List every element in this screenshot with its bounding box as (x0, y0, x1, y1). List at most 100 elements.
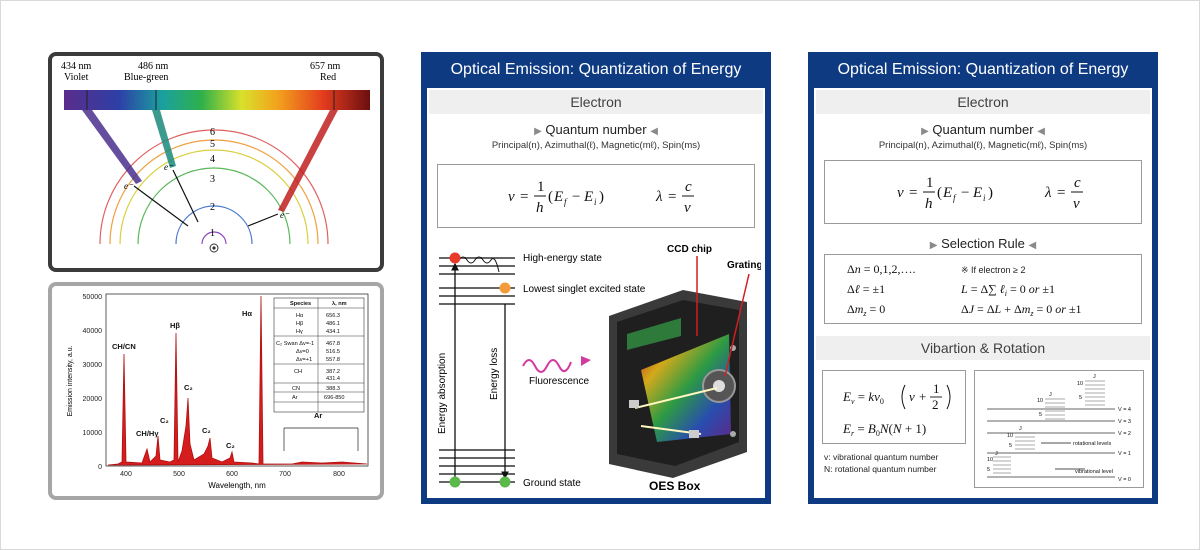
slide-title: Optical Emission: Quantization of Energy (450, 61, 742, 78)
ytick-20000: 20000 (83, 396, 103, 403)
table-row-species: CN (292, 386, 300, 392)
table-row-value: 434.1 (326, 329, 340, 335)
energy-level-diagram-svg: V = 4 V = 3 V = 2 V = 1 V = 0 rotational… (987, 374, 1131, 483)
svg-text:Δmz = 0: Δmz = 0 (847, 302, 885, 318)
electron-2: e⁻ (164, 162, 174, 172)
j-num-10: 10 (987, 457, 993, 463)
jablonski-oes-diagram: Energy absorption Energy loss High-energ… (437, 244, 761, 493)
table-header-lambda: λ, nm (332, 301, 347, 307)
svg-text:L = Δ∑ ℓi = 0 or ±1: L = Δ∑ ℓi = 0 or ±1 (960, 282, 1055, 298)
level-1: 1 (210, 228, 215, 239)
grating-label: Grating (727, 260, 761, 271)
svg-text:ΔJ = ΔL + Δmz = 0 or ±1: ΔJ = ΔL + Δmz = 0 or ±1 (961, 302, 1082, 318)
table-header-species: Species (290, 301, 311, 307)
svg-text:): ) (599, 189, 604, 205)
ccd-chip-label: CCD chip (667, 244, 712, 255)
v-label-2: V = 2 (1118, 431, 1131, 437)
level-2: 2 (210, 202, 215, 213)
table-row-species: Hα (296, 313, 304, 319)
slide-optical-emission-1: Optical Emission: Quantization of Energy… (421, 52, 771, 504)
energy-equation-box: v = 1 h ( E f − E i ) λ = c v (824, 160, 1142, 224)
triangle-left-icon: ◀ (1028, 240, 1037, 251)
svg-text:E: E (583, 189, 593, 205)
vib-note-v: v: vibrational quantum number (824, 452, 939, 462)
table-row-value: 696-850 (324, 395, 345, 401)
xtick-400: 400 (120, 471, 132, 478)
j-num-10: 10 (1037, 398, 1043, 404)
svg-text:λ: λ (655, 189, 663, 205)
peak-label-halpha: Hα (242, 309, 252, 318)
svg-text:i: i (594, 197, 597, 207)
triangle-right-icon: ▶ (921, 126, 929, 137)
line-violet-wavelength: 434 nm (61, 61, 92, 72)
slide-optical-emission-2: Optical Emission: Quantization of Energy… (808, 52, 1158, 504)
svg-text:c: c (1074, 175, 1081, 191)
svg-text:=: = (520, 189, 528, 205)
y-axis-label: Emission intensity, a.u. (67, 345, 74, 416)
level-6: 6 (210, 127, 215, 138)
svg-text:1: 1 (926, 175, 934, 191)
table-row-value: 557.8 (326, 357, 340, 363)
table-row-value: 656.3 (326, 313, 340, 319)
svg-text:=: = (1057, 185, 1065, 201)
j-num-10: 10 (1007, 433, 1013, 439)
slide-title: Optical Emission: Quantization of Energy (837, 61, 1129, 78)
energy-equation-box: v = 1 h ( E f − E i ) λ = c v (437, 164, 755, 228)
line-red-wavelength: 657 nm (310, 61, 341, 72)
quantum-number-heading: ▶ Quantum number ◀ (427, 122, 765, 137)
energy-absorption-label: Energy absorption (437, 353, 448, 434)
table-row-species: Ar (292, 395, 298, 401)
ground-state-label: Ground state (523, 478, 581, 489)
quantum-number-heading: ▶ Quantum number ◀ (814, 122, 1152, 137)
v-label-0: V = 0 (1118, 477, 1131, 483)
vibrational-level-label: vibrational level (1075, 469, 1113, 475)
peak-label-c2-d: C₂ (226, 441, 235, 450)
svg-text:1: 1 (537, 179, 545, 195)
j-num-5: 5 (1079, 395, 1082, 401)
level-3: 3 (210, 174, 215, 185)
table-row-value: 387.2 (326, 369, 340, 375)
j-label: J (1049, 392, 1052, 398)
peak-label-c2-b: C₂ (184, 383, 193, 392)
bohr-model-image: 434 nm Violet 486 nm Blue-green 657 nm R… (48, 52, 384, 272)
table-row-species: Δv=0 (296, 349, 309, 355)
bohr-model-svg: 434 nm Violet 486 nm Blue-green 657 nm R… (61, 61, 370, 253)
table-row-species: Δv=+1 (296, 357, 312, 363)
svg-text:−: − (961, 185, 969, 201)
triangle-right-icon: ▶ (929, 240, 938, 251)
oes-box-illustration (609, 290, 747, 478)
svg-text:c: c (685, 179, 692, 195)
j-num-5: 5 (1039, 412, 1042, 418)
triangle-left-icon: ◀ (650, 126, 658, 137)
energy-level-diagram-box: V = 4 V = 3 V = 2 V = 1 V = 0 rotational… (974, 370, 1144, 488)
peak-label-hbeta: Hβ (170, 321, 180, 330)
xtick-500: 500 (173, 471, 185, 478)
table-row-species: CH (294, 369, 302, 375)
svg-text:E: E (553, 189, 563, 205)
xtick-600: 600 (226, 471, 238, 478)
slide-body: Electron ▶ Quantum number ◀ Principal(n)… (427, 88, 765, 498)
fluorescence-label: Fluorescence (529, 376, 589, 387)
quantum-number-title: Quantum number (932, 122, 1034, 137)
ytick-10000: 10000 (83, 430, 103, 437)
line-bluegreen-name: Blue-green (124, 72, 168, 83)
svg-text:f: f (953, 193, 957, 203)
vibration-equation-box: Ev = kv0 v + 1 2 Er = B0N(N + 1) (822, 370, 966, 444)
table-row-value: 486.1 (326, 321, 340, 327)
j-label: J (1093, 374, 1096, 380)
svg-text:v: v (684, 200, 691, 216)
selection-rule-svg: Δn = 0,1,2,…. Δℓ = ±1 Δmz = 0 L = Δ∑ ℓi … (847, 262, 1082, 318)
section-vibration-rotation: Vibartion & Rotation (816, 336, 1150, 360)
ytick-0: 0 (98, 464, 102, 471)
level-4: 4 (210, 154, 215, 165)
quantum-number-list: Principal(n), Azimuthal(ℓ), Magnetic(mℓ)… (491, 140, 701, 151)
ytick-40000: 40000 (83, 328, 103, 335)
table-row-value: 431.4 (326, 376, 340, 382)
svg-text:v: v (909, 389, 915, 404)
v-label-4: V = 4 (1118, 407, 1131, 413)
selection-rule-title: Selection Rule (941, 236, 1025, 251)
table-row-value: 388.3 (326, 386, 340, 392)
peak-label-c2-c: C₂ (202, 426, 211, 435)
emission-spectrum-svg: 0 10000 20000 30000 40000 50000 400 500 … (67, 293, 369, 490)
electron-1: e⁻ (124, 181, 134, 191)
